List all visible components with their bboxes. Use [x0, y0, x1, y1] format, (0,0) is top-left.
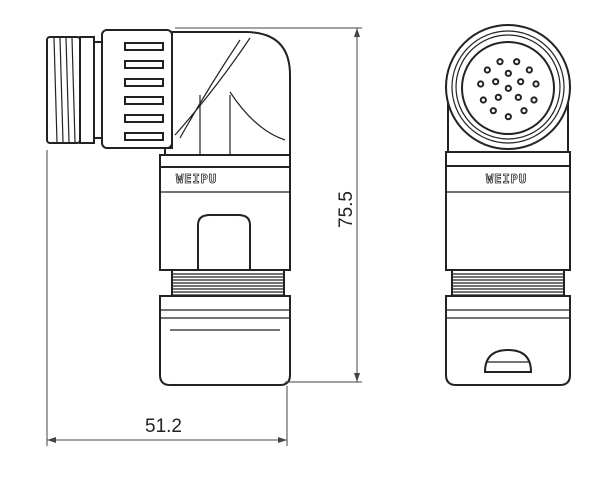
height-dimension: 75.5 — [336, 191, 357, 228]
width-dimension: 51.2 — [145, 416, 182, 437]
contact-pin — [477, 80, 485, 88]
grip-slot — [124, 132, 164, 141]
grip-slot — [124, 96, 164, 105]
contact-pin — [483, 66, 491, 74]
brand-marking: WEIPU — [176, 172, 217, 186]
contact-pin — [489, 107, 497, 115]
grip-slot — [124, 42, 164, 51]
dimensions: 75.5 51.2 — [46, 27, 362, 446]
contact-pin — [517, 78, 525, 86]
contact-pin — [532, 80, 540, 88]
thread-line — [65, 37, 70, 143]
contact-pin — [514, 93, 522, 101]
contact-pin — [492, 78, 500, 86]
thread-line — [71, 37, 76, 143]
grip-slot — [124, 114, 164, 123]
grip-slot — [124, 78, 164, 87]
brand-marking-front: WEIPU — [486, 172, 527, 186]
contact-pin — [504, 113, 512, 121]
front-lower-body — [445, 165, 571, 271]
nut — [79, 36, 95, 144]
contact-pin — [525, 66, 533, 74]
contact-pin — [479, 96, 487, 104]
end-cap — [159, 295, 291, 386]
band — [159, 154, 291, 168]
contact-pin — [504, 69, 512, 77]
elbow-body — [164, 31, 291, 156]
contact-pins — [477, 58, 540, 121]
window — [197, 214, 251, 270]
side-view: WEIPU — [46, 29, 291, 386]
contact-pin — [530, 96, 538, 104]
contact-pin — [494, 93, 502, 101]
contact-pin — [504, 84, 512, 92]
contact-pin — [513, 58, 521, 66]
thread-line — [59, 37, 64, 143]
front-view: WEIPU — [445, 24, 571, 386]
nut-ring — [93, 41, 103, 139]
grip-slot — [124, 60, 164, 69]
elbow-strap — [174, 37, 251, 139]
contact-pin — [520, 107, 528, 115]
contact-pin — [496, 58, 504, 66]
release-tab — [483, 348, 533, 373]
thread-line — [53, 37, 58, 143]
